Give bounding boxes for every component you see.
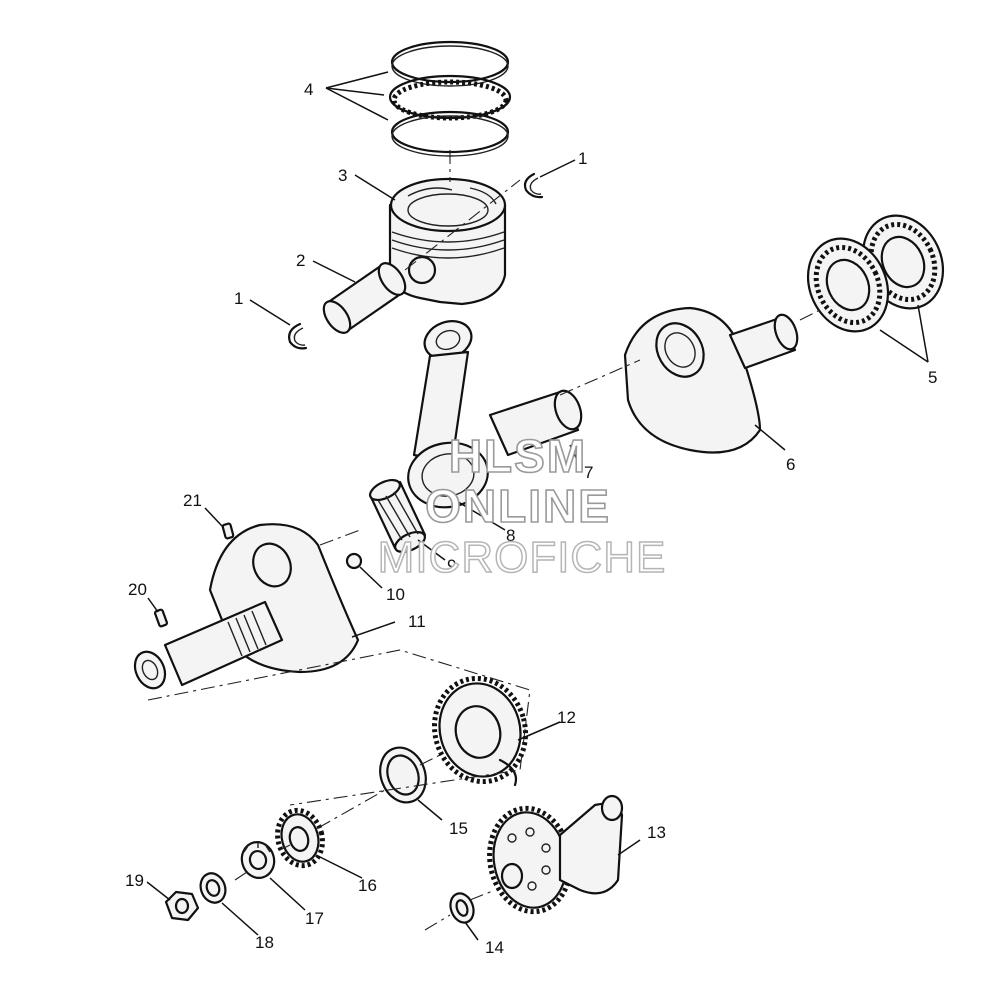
callout-11: 11 (408, 612, 426, 631)
watermark-line-2: ONLINE (425, 480, 611, 532)
piston-pin (322, 262, 407, 334)
crankshaft-gear (431, 675, 529, 787)
callout-1-lower: 1 (234, 289, 243, 308)
needle-bearing (368, 478, 427, 554)
hex-nut (164, 890, 200, 922)
balancer-shaft (487, 794, 624, 915)
circlip-upper (523, 172, 544, 199)
callout-8: 8 (506, 526, 515, 545)
callout-10: 10 (386, 585, 405, 604)
circlip-lower (288, 322, 308, 350)
callout-4: 4 (304, 80, 313, 99)
callout-12: 12 (557, 708, 576, 727)
callout-2: 2 (296, 251, 305, 270)
woodruff-key-20 (153, 608, 169, 628)
callout-9: 9 (447, 556, 456, 575)
watermark-line-1: HLSM (449, 430, 587, 482)
lock-washer (199, 872, 227, 904)
callout-6: 6 (786, 455, 795, 474)
watermark-line-3: MICROFICHE (378, 533, 667, 582)
watermark: HLSM ONLINE MICROFICHE (377, 429, 667, 583)
callout-14: 14 (485, 938, 504, 957)
thrust-washer (379, 746, 427, 804)
crank-pin (488, 389, 583, 457)
ball (345, 552, 363, 570)
balancer-shim (449, 892, 475, 924)
callout-5: 5 (928, 368, 937, 387)
callout-1-upper: 1 (578, 149, 587, 168)
piston (388, 177, 507, 306)
timing-sprocket (275, 807, 325, 869)
connecting-rod (407, 320, 489, 509)
crankshaft-left-half (133, 523, 360, 690)
main-bearings (806, 214, 945, 333)
woodruff-key-21 (221, 522, 235, 540)
callout-labels: 4 3 1 2 1 5 6 7 8 9 10 11 21 20 12 15 13… (125, 80, 937, 957)
callout-7: 7 (584, 463, 593, 482)
callout-17: 17 (305, 909, 324, 928)
callout-21: 21 (183, 491, 202, 510)
callout-3: 3 (338, 166, 347, 185)
callout-13: 13 (647, 823, 666, 842)
crankshaft-right-half (623, 306, 799, 454)
lock-nut (240, 841, 276, 879)
callout-19: 19 (125, 871, 144, 890)
callout-18: 18 (255, 933, 274, 952)
assembly-center-lines (147, 150, 821, 931)
piston-rings (388, 40, 512, 157)
callout-20: 20 (128, 580, 147, 599)
callout-15: 15 (449, 819, 468, 838)
leader-lines (146, 71, 929, 941)
callout-16: 16 (358, 876, 377, 895)
